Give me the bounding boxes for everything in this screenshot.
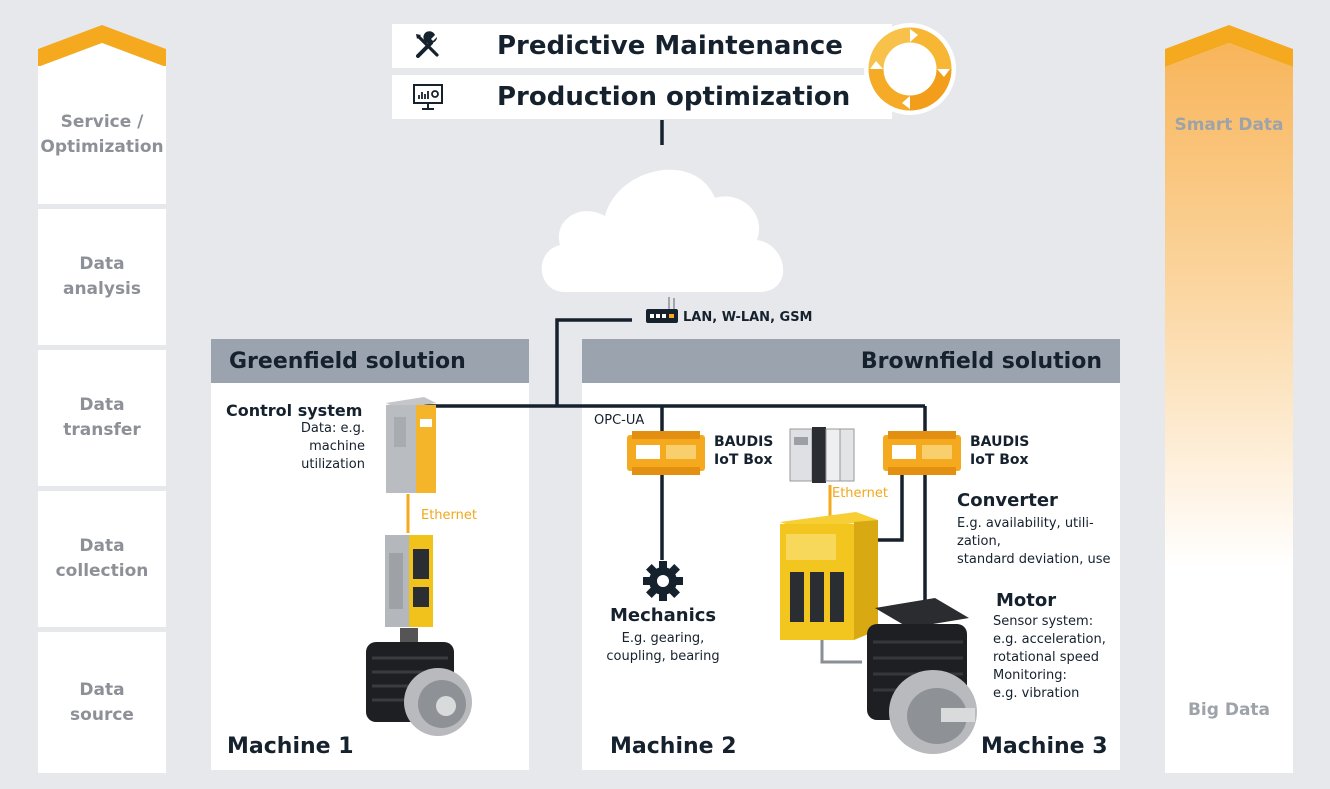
iot-box-2-device xyxy=(883,431,961,475)
machine-3-label: Machine 3 xyxy=(981,734,1108,759)
stage-label: Service / Optimization xyxy=(40,112,164,157)
stage-data-collection: Data collection xyxy=(38,491,166,627)
control-system-desc: Data: e.g. machine utilization xyxy=(300,421,365,472)
cycle-ring-icon xyxy=(864,23,956,115)
drive-controller-device xyxy=(385,535,433,627)
iot-box-1-label: BAUDIS IoT Box xyxy=(714,434,774,469)
stage-data-transfer: Data transfer xyxy=(38,350,166,486)
machine-1-label: Machine 1 xyxy=(227,734,354,759)
brownfield-title: Brownfield solution xyxy=(582,339,1120,383)
smart-data-label: Smart Data xyxy=(1174,115,1284,135)
network-label: LAN, W-LAN, GSM xyxy=(683,310,813,325)
big-data-label: Big Data xyxy=(1187,700,1271,720)
greenfield-title: Greenfield solution xyxy=(211,339,529,383)
predictive-maintenance-label: Predictive Maintenance xyxy=(497,31,843,61)
production-optimization-bar: Production optimization xyxy=(392,75,892,119)
predictive-maintenance-bar: Predictive Maintenance xyxy=(392,24,892,68)
production-optimization-label: Production optimization xyxy=(497,82,851,112)
control-system-title: Control system xyxy=(226,401,363,420)
iot-box-2-label: BAUDIS IoT Box xyxy=(970,434,1030,469)
motor-3-image xyxy=(867,598,977,754)
converter-title: Converter xyxy=(957,490,1058,511)
ethernet-label-1: Ethernet xyxy=(421,508,477,523)
motor-desc: Sensor system: e.g. acceleration, rotati… xyxy=(993,614,1106,701)
ethernet-label-2: Ethernet xyxy=(832,486,888,501)
motor-title: Motor xyxy=(996,590,1057,611)
stage-data-analysis: Data analysis xyxy=(38,209,166,345)
converter-device xyxy=(780,512,878,640)
wrench-screwdriver-icon xyxy=(392,31,464,61)
plc-device xyxy=(789,427,855,483)
motor-1-image xyxy=(366,628,472,736)
stage-service-optimization: Service / Optimization xyxy=(38,66,166,204)
iot-box-1-device xyxy=(627,431,705,475)
greenfield-panel: Greenfield solution xyxy=(211,339,529,770)
mechanics-desc: E.g. gearing, coupling, bearing xyxy=(606,631,720,664)
gear-icon xyxy=(643,561,683,601)
stage-data-source: Data source xyxy=(38,632,166,773)
machine-2-label: Machine 2 xyxy=(610,734,737,759)
stage-label: Data collection xyxy=(55,536,149,581)
stage-label: Data transfer xyxy=(63,395,141,440)
monitor-chart-icon xyxy=(392,82,464,112)
control-system-device xyxy=(386,397,436,493)
mechanics-title: Mechanics xyxy=(610,605,717,626)
opc-ua-label: OPC-UA xyxy=(594,413,645,428)
converter-desc: E.g. availability, utili- zation, standa… xyxy=(957,516,1111,567)
stage-label: Data source xyxy=(70,679,134,725)
stage-label: Data analysis xyxy=(62,254,142,299)
data-ramp xyxy=(1165,25,1293,773)
cloud-icon xyxy=(541,169,784,292)
router-icon xyxy=(646,297,678,323)
stage-chevron xyxy=(38,25,166,67)
